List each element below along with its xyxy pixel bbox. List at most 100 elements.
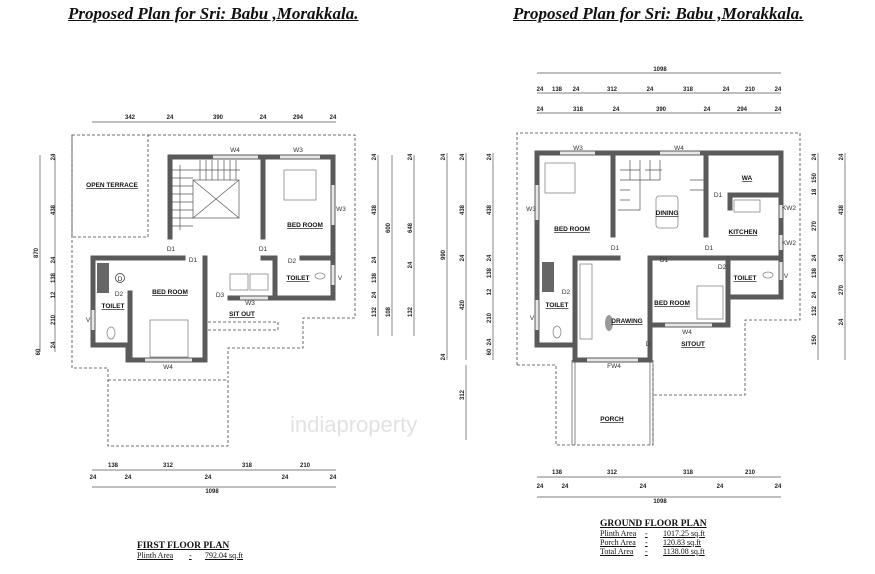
dimension-label: 24 <box>51 153 57 160</box>
dimension-label: 24 <box>775 484 782 490</box>
room-label: BED ROOM <box>554 226 590 233</box>
dimension-label: 1098 <box>653 499 667 505</box>
tag-label: D2 <box>718 264 727 271</box>
porch-roof-area <box>107 379 229 447</box>
dimension-label: 438 <box>487 204 493 215</box>
dimension-label: 24 <box>812 291 818 298</box>
tag-label: D <box>118 276 123 283</box>
tag-label: D2 <box>288 258 297 265</box>
ground-floor-plan <box>446 72 846 498</box>
sofa-icon <box>249 273 269 291</box>
dimension-label: 24 <box>51 256 57 263</box>
room-label: DINING <box>656 210 679 217</box>
dimension-label: 438 <box>839 204 845 215</box>
dimension-label: 24 <box>839 153 845 160</box>
tag-label: D1 <box>660 257 669 264</box>
sink-icon <box>733 199 761 213</box>
dimension-label: 210 <box>487 312 493 323</box>
dimension-label: 294 <box>737 107 748 113</box>
tag-label: W4 <box>674 145 684 152</box>
room-label: KITCHEN <box>729 229 758 236</box>
dimension-label: 138 <box>372 272 378 283</box>
dimension-label: 24 <box>812 254 818 261</box>
tag-label: D2 <box>115 291 124 298</box>
dimension-label: 24 <box>372 153 378 160</box>
room-label: TOILET <box>734 275 757 282</box>
wall <box>610 150 784 238</box>
bed-icon <box>696 285 724 320</box>
dimension-label: 24 <box>51 341 57 348</box>
dimension-label: 60 <box>487 348 493 355</box>
tag-label: D <box>646 341 651 348</box>
dimension-label: 24 <box>812 153 818 160</box>
tag-label: D1 <box>611 245 620 252</box>
wardrobe-icon <box>97 263 109 293</box>
room-label: BED ROOM <box>654 300 690 307</box>
room-label: SITOUT <box>681 341 705 348</box>
dimension-label: 108 <box>386 306 392 317</box>
windows <box>535 151 783 362</box>
area-label: Porch Area <box>600 538 636 547</box>
dimension-label: 150 <box>812 334 818 345</box>
dimension-label: 438 <box>51 204 57 215</box>
tag-label: V <box>86 317 91 324</box>
dimension-label: 312 <box>607 470 618 476</box>
dimension-label: 24 <box>260 115 267 121</box>
room-label: WA <box>742 175 753 182</box>
tag-label: D1 <box>167 246 176 253</box>
tag-label: W3 <box>336 206 346 213</box>
dimension-label: 438 <box>460 204 466 215</box>
dimension-label: 342 <box>125 115 136 121</box>
plinth-area-dash: - <box>189 551 192 560</box>
tag-label: KW2 <box>782 205 796 212</box>
dimension-label: 132 <box>812 305 818 316</box>
dimension-label: 210 <box>51 314 57 325</box>
first-floor-title: Proposed Plan for Sri: Babu ,Morakkala. <box>68 4 359 23</box>
room-label: DRAWING <box>611 318 642 325</box>
tag-label: D3 <box>216 292 225 299</box>
dimension-label: 318 <box>573 107 584 113</box>
dimension-label: 24 <box>441 353 447 360</box>
dimension-label: 150 <box>812 172 818 183</box>
dimension-label: 24 <box>717 484 724 490</box>
tag-label: W4 <box>163 364 173 371</box>
dimension-label: 24 <box>441 153 447 160</box>
dimension-label: 24 <box>487 338 493 345</box>
dimension-label: 24 <box>282 475 289 481</box>
dimension-label: 990 <box>441 249 447 260</box>
dimension-label: 12 <box>51 291 57 298</box>
tag-label: D1 <box>259 246 268 253</box>
dimension-label: 24 <box>90 475 97 481</box>
dimension-label: 24 <box>537 484 544 490</box>
dimension-label: 24 <box>839 254 845 261</box>
dimension-label: 18 <box>812 188 818 195</box>
dimension-label: 270 <box>839 284 845 295</box>
area-dash: - <box>645 547 648 556</box>
bed-icon <box>149 319 189 358</box>
dimension-label: 24 <box>640 484 647 490</box>
plinth-area-label: Plinth Area <box>137 551 174 560</box>
area-value: 120.83 sq.ft <box>663 538 701 547</box>
first-floor-legend: FIRST FLOOR PLAN Plinth Area-792.04 sq.f… <box>137 541 243 560</box>
dimension-label: 270 <box>812 220 818 231</box>
dimension-label: 24 <box>839 318 845 325</box>
dimension-label: 24 <box>537 107 544 113</box>
toilet-icon <box>552 325 562 339</box>
dimension-label: 24 <box>562 484 569 490</box>
first-floor-plan <box>39 121 415 488</box>
area-value: 1017.25 sq.ft <box>663 529 705 538</box>
dimension-label: 60 <box>36 348 42 355</box>
dimension-label: 24 <box>330 115 337 121</box>
dimension-label: 24 <box>408 153 414 160</box>
dimension-label: 24 <box>613 107 620 113</box>
dimension-label: 390 <box>213 115 224 121</box>
room-label: OPEN TERRACE <box>86 182 138 189</box>
tag-label: W3 <box>526 206 536 213</box>
room-label: TOILET <box>287 275 310 282</box>
roof-outline <box>71 134 356 380</box>
area-label: Total Area <box>600 547 634 556</box>
dimension-label: 24 <box>723 87 730 93</box>
dimension-label: 24 <box>775 107 782 113</box>
tag-label: D2 <box>562 289 571 296</box>
